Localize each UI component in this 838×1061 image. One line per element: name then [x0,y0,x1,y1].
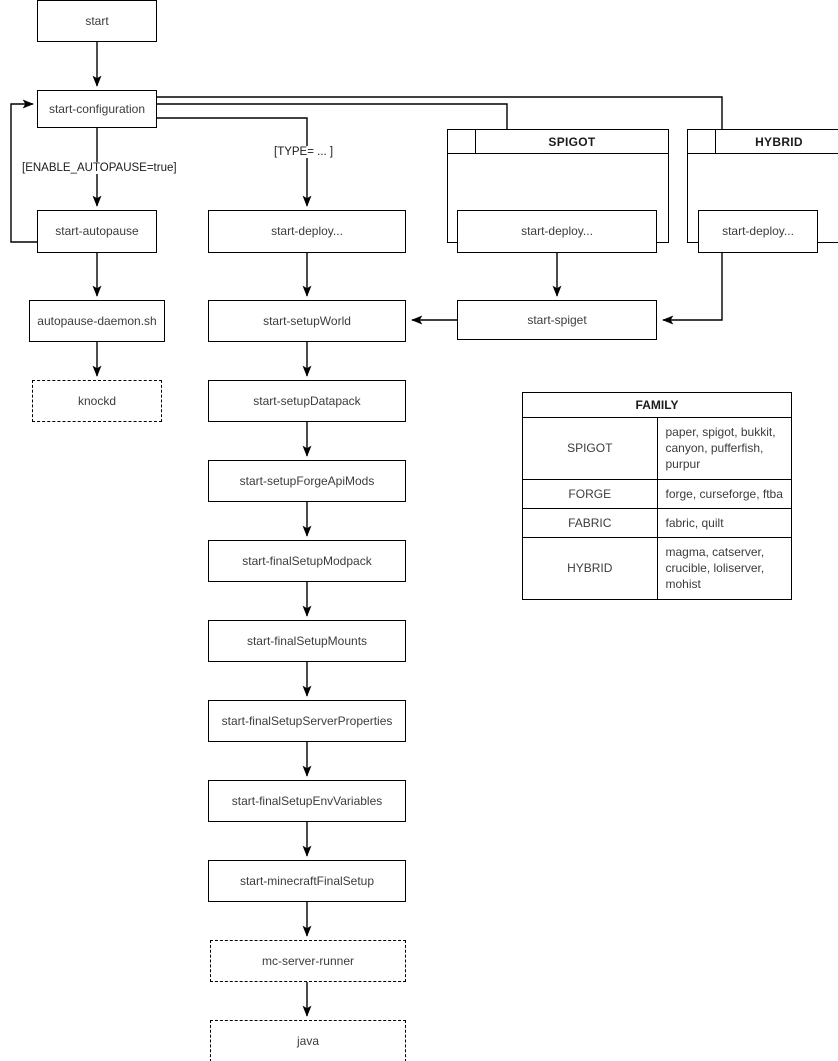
node-autopause-daemon-label: autopause-daemon.sh [37,313,157,328]
edge-configuration-to-deploy-main [157,117,312,207]
node-start-deploy-spigot[interactable]: start-deploy... [457,210,657,253]
table-row: FABRIC fabric, quilt [522,507,792,538]
node-start-configuration[interactable]: start-configuration [37,90,157,128]
node-start-setup-world[interactable]: start-setupWorld [208,300,406,342]
group-hybrid-title: HYBRID [688,130,838,154]
family-legend-table: FAMILY SPIGOT paper, spigot, bukkit, can… [522,392,792,600]
group-spigot-title: SPIGOT [448,130,668,154]
node-start-deploy-main-label: start-deploy... [271,224,343,239]
node-start-deploy-spigot-label: start-deploy... [521,224,593,239]
node-start-spiget[interactable]: start-spiget [457,300,657,340]
node-start-final-setup-env-variables-label: start-finalSetupEnvVariables [231,793,383,808]
table-row: FORGE forge, curseforge, ftba [522,478,792,509]
edge-label-enable-autopause: [ENABLE_AUTOPAUSE=true] [20,162,179,174]
node-start-minecraft-final-setup[interactable]: start-minecraftFinalSetup [208,860,406,902]
node-start-deploy-hybrid-label: start-deploy... [722,224,794,239]
node-start-final-setup-mounts-label: start-finalSetupMounts [246,633,368,648]
node-start-autopause-label: start-autopause [55,224,139,239]
node-start-setup-world-label: start-setupWorld [263,313,351,328]
node-start-autopause[interactable]: start-autopause [37,210,157,253]
table-row: SPIGOT paper, spigot, bukkit, canyon, pu… [522,417,792,480]
family-value-spigot: paper, spigot, bukkit, canyon, pufferfis… [656,417,792,480]
family-key-forge: FORGE [522,478,658,509]
node-autopause-daemon[interactable]: autopause-daemon.sh [29,300,165,342]
node-start-minecraft-final-setup-label: start-minecraftFinalSetup [239,873,375,888]
family-key-spigot: SPIGOT [522,417,658,480]
family-value-forge: forge, curseforge, ftba [656,478,792,509]
node-start-final-setup-modpack[interactable]: start-finalSetupModpack [208,540,406,582]
node-knockd[interactable]: knockd [32,380,162,422]
family-value-fabric: fabric, quilt [656,507,792,538]
node-start-setup-datapack-label: start-setupDatapack [253,393,361,408]
edge-deploy-hybrid-to-spiget [662,253,723,325]
edge-label-type: [TYPE= ... ] [272,146,336,158]
node-start-deploy-main[interactable]: start-deploy... [208,210,406,253]
node-java[interactable]: java [210,1020,406,1061]
node-start-setup-forge-api-mods[interactable]: start-setupForgeApiMods [208,460,406,502]
node-start-spiget-label: start-spiget [527,312,587,327]
node-start-final-setup-server-properties[interactable]: start-finalSetupServerProperties [208,700,406,742]
node-start[interactable]: start [37,0,157,42]
family-key-hybrid: HYBRID [522,536,658,600]
family-header-row: FAMILY [522,392,792,418]
node-start-final-setup-modpack-label: start-finalSetupModpack [242,553,372,568]
family-key-fabric: FABRIC [522,507,658,538]
node-java-label: java [296,1033,319,1048]
family-value-hybrid: magma, catserver, crucible, loliserver, … [656,536,792,600]
node-start-setup-forge-api-mods-label: start-setupForgeApiMods [239,473,375,488]
node-mc-server-runner-label: mc-server-runner [261,953,354,968]
family-header-cell: FAMILY [522,392,792,418]
node-start-setup-datapack[interactable]: start-setupDatapack [208,380,406,422]
node-start-deploy-hybrid[interactable]: start-deploy... [698,210,818,253]
node-knockd-label: knockd [77,393,117,408]
node-start-configuration-label: start-configuration [48,101,146,116]
node-mc-server-runner[interactable]: mc-server-runner [210,940,406,982]
node-start-final-setup-env-variables[interactable]: start-finalSetupEnvVariables [208,780,406,822]
node-start-final-setup-mounts[interactable]: start-finalSetupMounts [208,620,406,662]
node-start-label: start [85,13,109,28]
node-start-final-setup-server-properties-label: start-finalSetupServerProperties [221,713,393,728]
table-row: HYBRID magma, catserver, crucible, lolis… [522,536,792,600]
